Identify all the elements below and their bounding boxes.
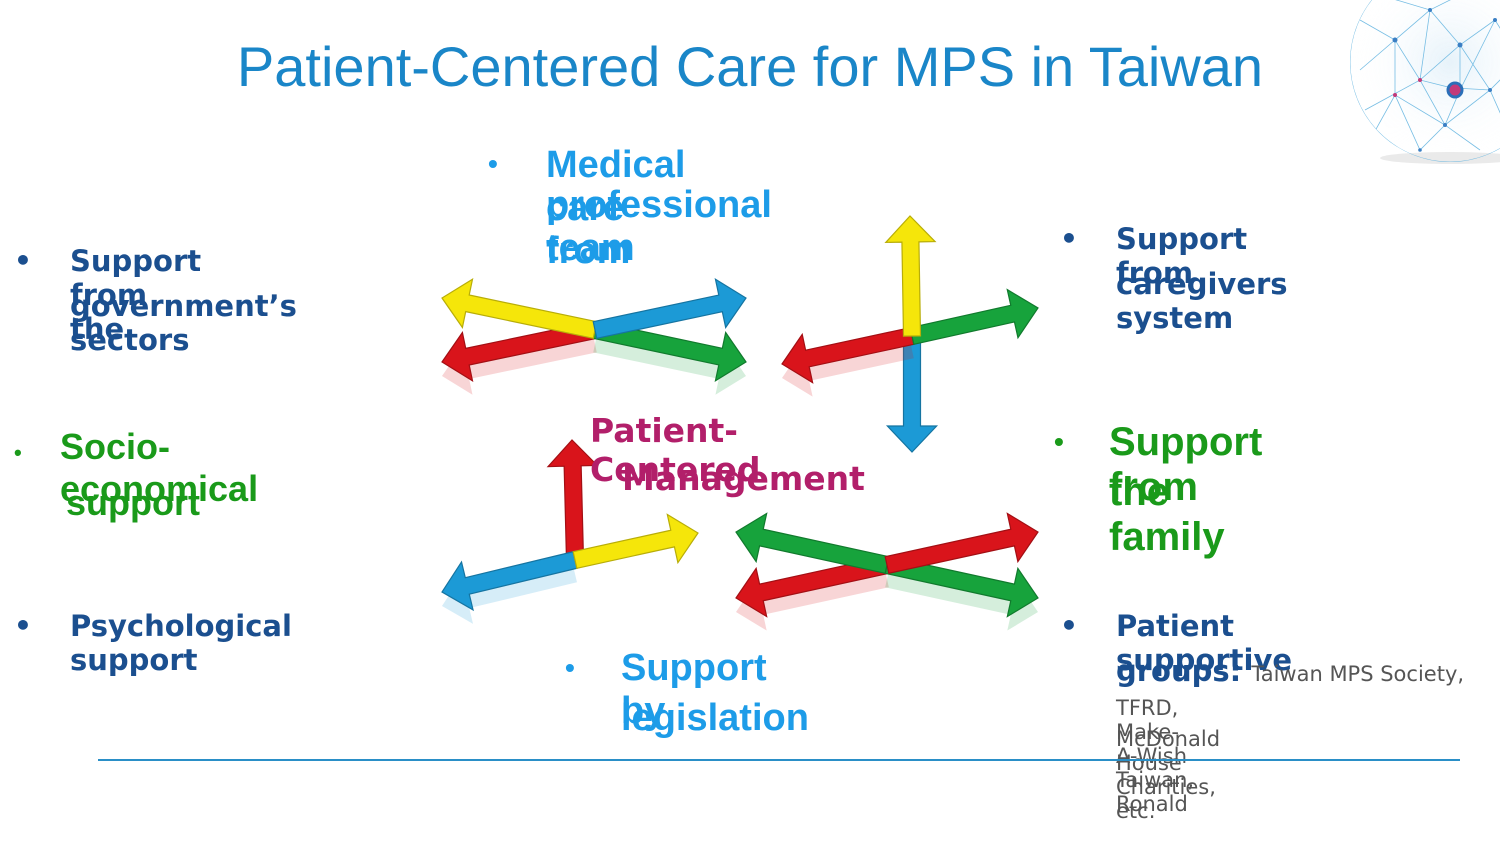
arrow-green-right3-reflection — [885, 570, 1038, 631]
item-government-line1: Support from the — [70, 244, 202, 346]
bullet-icon: • — [14, 609, 32, 642]
arrow-yellow-right-body — [572, 513, 699, 570]
arrow-red-left2-body — [781, 326, 915, 384]
arrow-red-left3-reflection — [736, 570, 889, 631]
arrow-red-left2-reflection — [782, 341, 914, 397]
arrow-green-right-reflection — [593, 335, 746, 395]
item-support-groups-line2: groups: Taiwan MPS Society, — [1116, 654, 1464, 688]
item-socio-economical-line1: Socio-economical — [60, 426, 259, 509]
item-caregivers-line1: Support from — [1116, 222, 1248, 290]
item-support-groups-line3: TFRD, Make-A-Wish Taiwan, Ronald — [1116, 696, 1195, 816]
bullet-icon: • — [1054, 426, 1064, 457]
arrow-yellow-up — [884, 215, 937, 337]
item-support-groups-line1: Patient supportive — [1116, 609, 1293, 677]
arrow-red-left3 — [735, 555, 890, 631]
arrow-red-up — [546, 439, 599, 561]
arrow-blue-down-body — [885, 335, 939, 453]
center-label-line2: Management — [622, 459, 865, 498]
arrow-blue-left-body — [441, 551, 578, 612]
bullet-icon: • — [1060, 222, 1078, 255]
item-medical-care-line1: Medical care from — [546, 144, 686, 272]
arrow-red-right4 — [884, 512, 1039, 575]
bullet-icon: • — [1060, 609, 1078, 642]
arrow-yellow-left — [441, 277, 598, 340]
arrow-yellow-right — [572, 513, 699, 570]
arrow-blue-left — [441, 551, 578, 624]
bullet-icon: • — [14, 244, 32, 277]
arrow-blue-right — [592, 278, 747, 340]
item-family-line1: Support from — [1109, 420, 1263, 509]
arrow-blue-left-reflection — [442, 565, 577, 624]
center-label-line1: Patient-Centered — [590, 411, 761, 489]
arrow-blue-down — [885, 335, 939, 453]
arrow-red-left-body — [441, 320, 598, 383]
arrow-red-left-reflection — [442, 335, 597, 395]
arrow-yellow-up-body — [884, 215, 937, 337]
arrow-green-left4-body — [735, 512, 890, 575]
item-socio-economical-line2: support — [66, 482, 200, 523]
page-title: Patient-Centered Care for MPS in Taiwan — [236, 35, 1264, 98]
arrow-yellow-left-body — [441, 277, 598, 340]
item-support-groups-line4: McDonald House Charities, etc. — [1116, 727, 1221, 823]
arrow-red-up-body — [546, 439, 599, 561]
arrow-green-right2-body — [909, 288, 1039, 346]
bullet-icon: • — [488, 148, 498, 179]
bullet-icon: • — [14, 440, 22, 465]
item-government-line2: government’s sectors — [70, 289, 297, 357]
bullet-icon: • — [565, 652, 575, 683]
arrow-red-left2 — [781, 326, 915, 397]
item-support-groups-label: groups: — [1116, 654, 1242, 688]
arrow-red-right4-body — [884, 512, 1039, 575]
item-psychological-line1: Psychological support — [70, 609, 292, 677]
item-family-line2: the family — [1109, 470, 1225, 559]
arrow-red-left — [441, 320, 598, 395]
arrow-blue-right-body — [592, 278, 747, 340]
divider-line — [98, 759, 1460, 761]
item-medical-care-line2: professional team — [546, 184, 772, 269]
item-support-groups-orgs: Taiwan MPS Society, — [1251, 662, 1465, 686]
item-legislation-line1: Support by — [621, 647, 767, 732]
arrow-green-right2 — [909, 288, 1039, 346]
arrow-green-left4 — [735, 512, 890, 575]
arrow-red-left3-body — [735, 555, 890, 618]
item-caregivers-line2: caregivers system — [1116, 267, 1288, 335]
item-legislation-line2: legislation — [621, 697, 809, 739]
